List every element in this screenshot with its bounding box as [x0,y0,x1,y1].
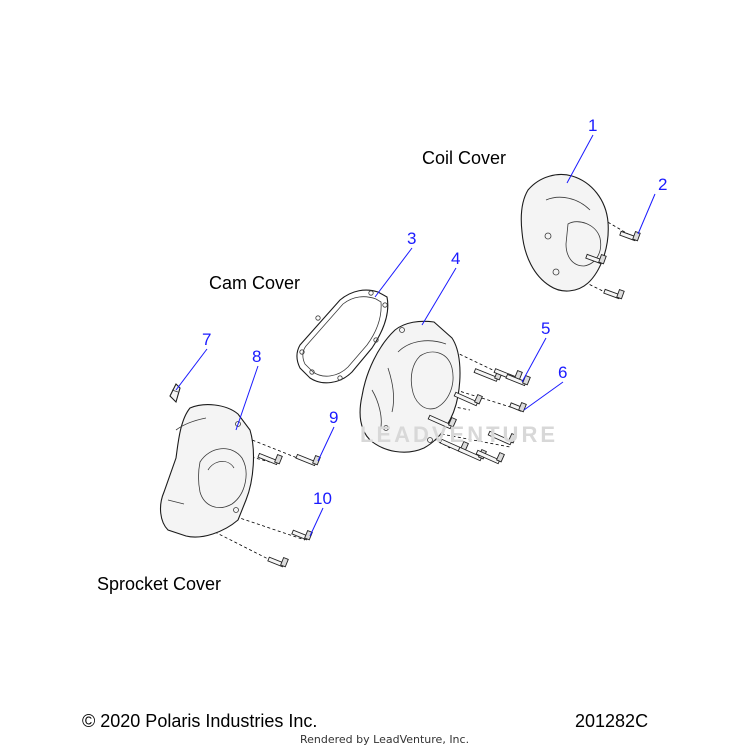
callout-numbers: 1 2 3 4 5 6 7 8 9 10 [202,116,667,508]
callout-9: 9 [329,408,338,427]
bolt [291,529,313,541]
coil-cover-label: Coil Cover [422,148,507,168]
leadventure-watermark: LEADVENTURE [360,422,559,447]
bolt [475,449,505,465]
rendered-by-credit: Rendered by LeadVenture, Inc. [300,733,470,746]
callout-7: 7 [202,330,211,349]
callout-8: 8 [252,347,261,366]
bolt [585,253,607,265]
callout-leaders [175,134,656,537]
callout-10: 10 [313,489,332,508]
bolt [603,288,625,300]
bolt [453,391,483,407]
copyright-notice: © 2020 Polaris Industries Inc. [82,711,318,731]
bolt [505,373,531,387]
bolt [487,430,517,446]
bolts [257,230,641,568]
sprocket-cover-part [159,404,254,538]
bolt [619,230,641,242]
bolt [509,401,527,413]
coil-cover-part [520,173,609,292]
bolt [427,414,457,430]
callout-5: 5 [541,319,550,338]
sprocket-cover-label: Sprocket Cover [97,574,222,594]
callout-3: 3 [407,229,416,248]
cam-cover-gasket-part [296,289,389,384]
callout-2: 2 [658,175,667,194]
callout-4: 4 [451,249,460,268]
bolt [257,452,283,466]
callout-6: 6 [558,363,567,382]
bolt [267,556,289,568]
callout-1: 1 [588,116,597,135]
cam-cover-label: Cam Cover [209,273,301,293]
drawing-number: 201282C [575,711,649,731]
bolt [295,453,321,467]
